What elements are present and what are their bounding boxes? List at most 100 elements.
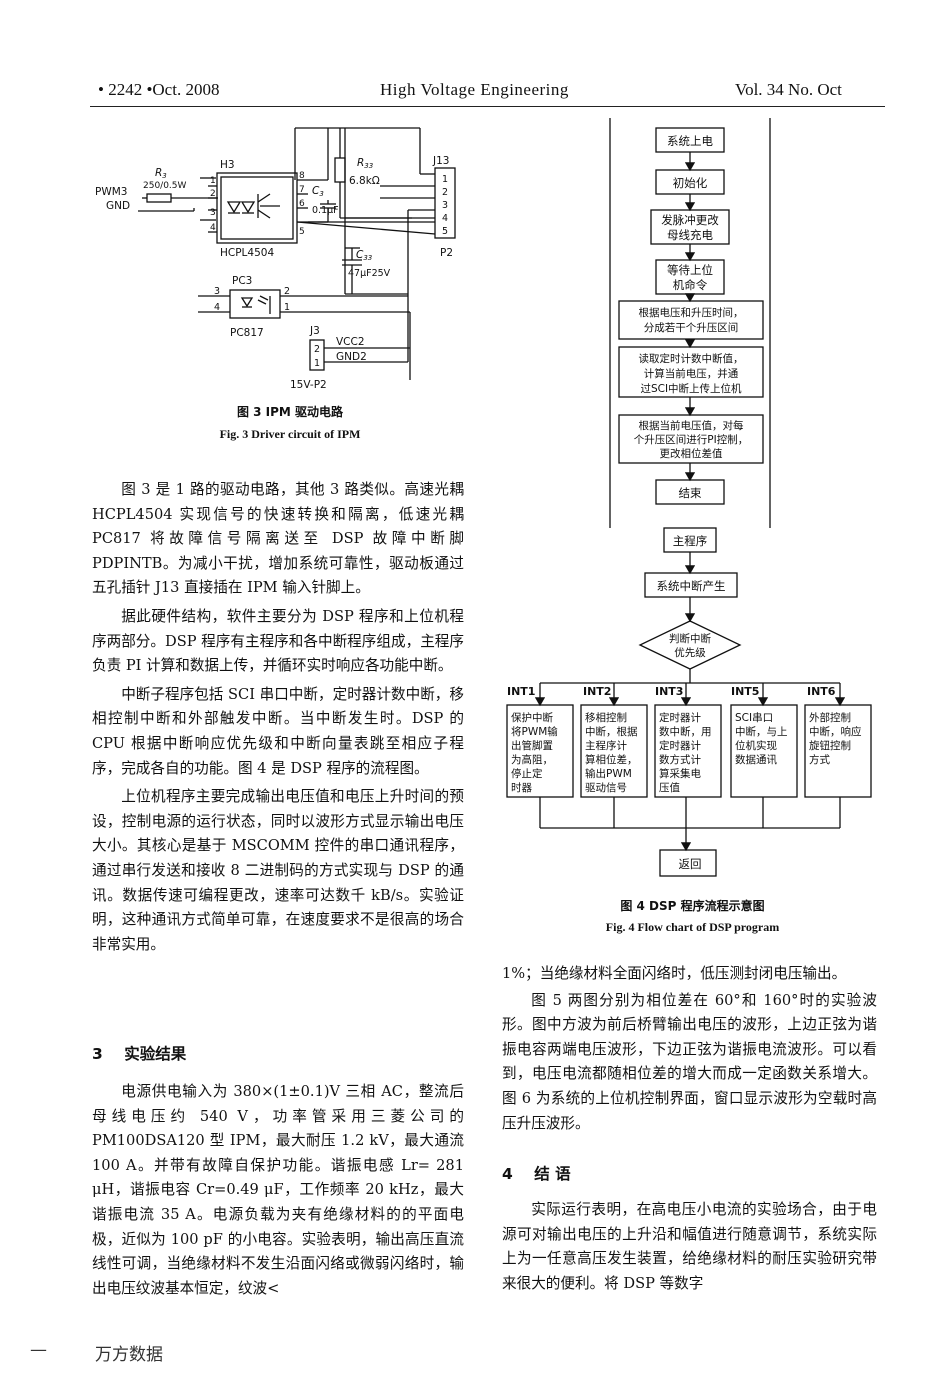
- flow-read-1: 读取定时计数中断值，: [639, 352, 744, 365]
- gnd2-label: GND2: [336, 351, 367, 363]
- h3-label: H3: [220, 159, 235, 171]
- flow-wait-1: 等待上位: [667, 263, 713, 277]
- int3-line: 定时器计: [659, 711, 701, 724]
- int1-label: INT1: [507, 685, 535, 698]
- flow-split-1: 根据电压和升压时间，: [639, 306, 744, 319]
- flow-pi-2: 个升压区间进行PI控制，: [634, 433, 748, 446]
- pwm3-label: PWM3: [95, 186, 127, 198]
- driver-circuit-diagram: R3 250/0.5W PWM3 GND H3 HCPL4504 1 2 3 4…: [95, 127, 456, 391]
- r3-label: R3: [155, 167, 167, 180]
- c33-label: C33: [356, 249, 372, 262]
- flow-read-2: 计算当前电压，并通: [644, 367, 739, 380]
- section-number: 4: [502, 1165, 513, 1183]
- int5-line: 位机实现: [735, 739, 777, 752]
- int1-line: 出管脚置: [511, 739, 553, 752]
- int3-line: 定时器计: [659, 739, 701, 752]
- flow-pi-3: 更改相位差值: [660, 447, 723, 460]
- running-header-left: • 2242 •Oct. 2008: [98, 80, 220, 99]
- h3-pin7: 7: [299, 185, 305, 195]
- fig4-caption-en: Fig. 4 Flow chart of DSP program: [605, 920, 780, 934]
- int6-line: 中断，响应: [809, 725, 862, 738]
- int1-line: 停止定: [511, 767, 543, 780]
- h3-pin1: 1: [210, 176, 216, 186]
- j13-pin2: 2: [442, 187, 448, 198]
- int5-line: SCI串口: [735, 712, 773, 724]
- fig3-caption-en: Fig. 3 Driver circuit of IPM: [219, 427, 361, 441]
- int1-line: 保护中断: [511, 711, 553, 724]
- dsp-flowchart: 系统上电 初始化 发脉冲更改 母线充电 等待上位 机命令 根据电压和升压时间， …: [506, 118, 872, 877]
- int6-label: INT6: [807, 685, 836, 698]
- j13-pin5: 5: [442, 226, 448, 237]
- header-rule: [90, 106, 885, 107]
- int3-line: 算采集电: [659, 767, 701, 780]
- paragraph: 实际运行表明，在高电压小电流的实验场合，由于电源可对输出电压的上升沿和幅值进行随…: [502, 1201, 877, 1292]
- footer-dash: —: [30, 1340, 47, 1360]
- c3-value: 0.1μF: [312, 205, 339, 216]
- p2-label: P2: [440, 247, 453, 259]
- h3-pin2: 2: [210, 189, 216, 199]
- int6-line: 外部控制: [809, 711, 851, 724]
- journal-title: High Voltage Engineering: [380, 80, 569, 99]
- paragraph: 图 5 两图分别为相位差在 60°和 160°时的实验波形。图中方波为前后桥臂输…: [502, 991, 877, 1132]
- r33-label: R33: [357, 157, 373, 170]
- left-column-lower: 电源供电输入为 380×(1±0.1)V 三相 AC，整流后母线电压约 540 …: [92, 1080, 464, 1301]
- section-3-heading: 3 实验结果: [92, 1042, 186, 1064]
- c3-label: C3: [312, 185, 324, 198]
- int3-label: INT3: [655, 685, 683, 698]
- j13-label: J13: [432, 155, 449, 167]
- pc3-pin3: 3: [214, 286, 220, 297]
- pc3-pin4: 4: [214, 302, 220, 313]
- int2-label: INT2: [583, 685, 611, 698]
- j13-pin4: 4: [442, 213, 448, 224]
- flow-pulse-2: 母线充电: [667, 228, 713, 242]
- int5-line: 中断，与上: [735, 725, 788, 738]
- j13-pin1: 1: [442, 174, 448, 185]
- flow-judge-2: 优先级: [674, 646, 706, 659]
- paragraph: 电源供电输入为 380×(1±0.1)V 三相 AC，整流后母线电压约 540 …: [92, 1083, 464, 1297]
- volume-info: Vol. 34 No. Oct: [735, 80, 842, 99]
- pc817-label: PC817: [230, 327, 264, 339]
- 15v-p2-label: 15V-P2: [290, 379, 327, 391]
- section-number: 3: [92, 1045, 103, 1063]
- int2-line: 输出PWM: [585, 767, 632, 780]
- section-title: 结 语: [534, 1165, 571, 1183]
- int1-line: 时器: [511, 782, 532, 794]
- int1-line: 将PWM输: [511, 725, 558, 738]
- int6-line: 方式: [809, 753, 830, 766]
- int2-line: 算相位差，: [585, 753, 638, 766]
- int3-line: 数中断，用: [659, 725, 712, 738]
- int5-label: INT5: [731, 685, 759, 698]
- j3-pin1: 1: [314, 358, 320, 369]
- paragraph: 1%；当绝缘材料全面闪络时，低压测封闭电压输出。: [502, 965, 847, 982]
- int2-line: 主程序计: [585, 739, 627, 752]
- int2-line: 中断，根据: [585, 725, 638, 738]
- fig3-caption-cn: 图 3 IPM 驱动电路: [236, 405, 344, 419]
- r3-value: 250/0.5W: [143, 181, 187, 191]
- r33-value: 6.8kΩ: [349, 175, 380, 187]
- flow-power-on: 系统上电: [667, 134, 713, 148]
- j3-pin2: 2: [314, 344, 320, 355]
- flow-read-3: 过SCI中断上传上位机: [640, 382, 742, 395]
- c33-value: 47μF25V: [348, 268, 391, 279]
- pc3-pin1: 1: [284, 302, 290, 313]
- flow-init: 初始化: [673, 176, 708, 190]
- flow-end: 结束: [679, 486, 702, 500]
- h3-pin5: 5: [299, 227, 305, 237]
- paragraph: 图 3 是 1 路的驱动电路，其他 3 路类似。高速光耦 HCPL4504 实现…: [92, 481, 464, 597]
- paragraph: 据此硬件结构，软件主要分为 DSP 程序和上位机程序两部分。DSP 程序有主程序…: [92, 607, 464, 675]
- pc3-label: PC3: [232, 275, 252, 287]
- h3-pin8: 8: [299, 171, 305, 181]
- int3-line: 压值: [659, 781, 680, 794]
- h3-pin3: 3: [210, 208, 216, 218]
- int6-line: 旋钮控制: [809, 739, 851, 752]
- int2-line: 移相控制: [585, 711, 627, 724]
- left-column-upper: 图 3 是 1 路的驱动电路，其他 3 路类似。高速光耦 HCPL4504 实现…: [92, 478, 464, 957]
- h3-pin6: 6: [299, 199, 305, 209]
- int5-line: 数据通讯: [735, 753, 777, 766]
- int3-line: 数方式计: [659, 753, 701, 766]
- flow-pulse-1: 发脉冲更改: [661, 213, 719, 227]
- int1-line: 为高阻，: [511, 753, 553, 766]
- flow-return: 返回: [679, 857, 702, 871]
- h3-pin4: 4: [210, 223, 216, 233]
- vcc2-label: VCC2: [336, 336, 365, 348]
